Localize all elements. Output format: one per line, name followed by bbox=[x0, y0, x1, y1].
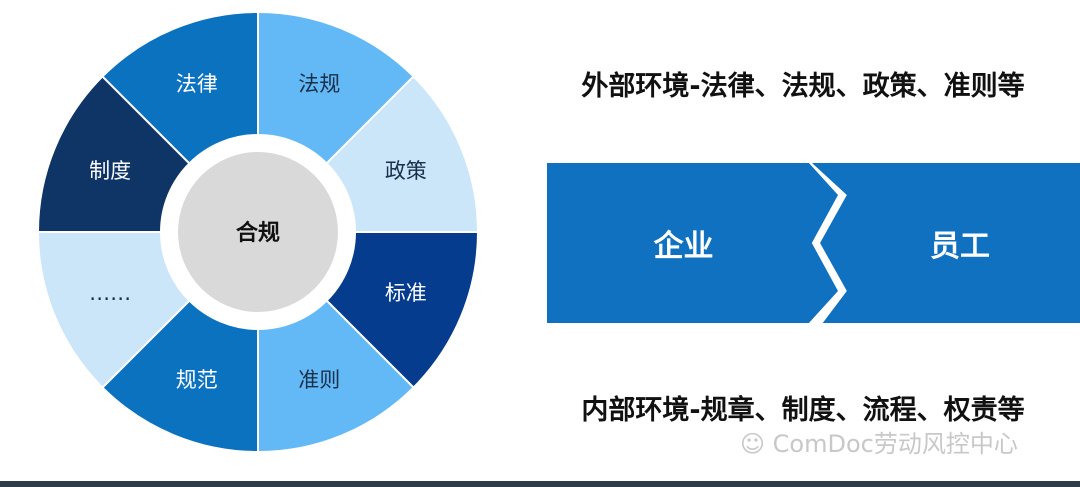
center-label: 合规 bbox=[236, 220, 280, 246]
enterprise-box: 企业 bbox=[547, 163, 838, 323]
wheel-segment-label: 政策 bbox=[385, 159, 427, 183]
wheel-segment-label: 法规 bbox=[298, 72, 340, 96]
wheel-segment bbox=[101, 10, 259, 165]
wheel-segment-label: 准则 bbox=[298, 368, 340, 392]
external-environment-heading: 外部环境-法律、法规、政策、准则等 bbox=[581, 71, 1025, 102]
watermark-text: ComDoc劳动风控中心 bbox=[772, 430, 1018, 458]
wechat-icon: ☺ bbox=[740, 430, 773, 458]
bottom-divider bbox=[0, 481, 1080, 487]
wheel-segment-label: 法律 bbox=[176, 72, 218, 96]
wheel-segment-label: 规范 bbox=[176, 368, 218, 392]
wheel-segment-label: 制度 bbox=[89, 159, 131, 183]
employee-label: 员工 bbox=[930, 229, 990, 264]
watermark: ☺ ComDoc劳动风控中心 bbox=[740, 424, 1018, 459]
center-circle bbox=[178, 152, 338, 312]
internal-environment-heading: 内部环境-规章、制度、流程、权责等 bbox=[581, 395, 1025, 426]
enterprise-label: 企业 bbox=[653, 229, 714, 264]
wheel-segment-label: …… bbox=[89, 281, 131, 305]
employee-box: 员工 bbox=[812, 163, 1080, 323]
wheel-segment-label: 标准 bbox=[385, 281, 427, 305]
